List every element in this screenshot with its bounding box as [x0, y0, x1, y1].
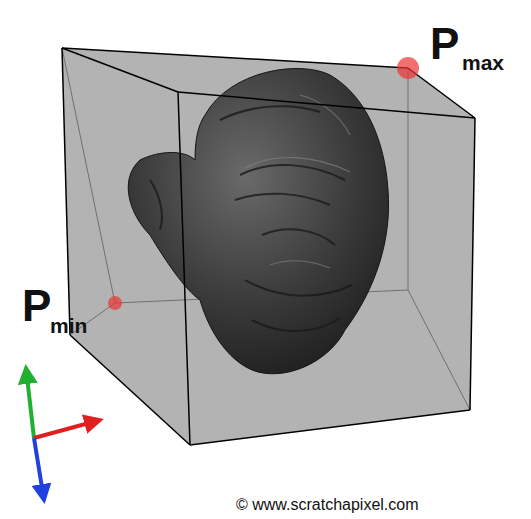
corner-dot — [108, 296, 122, 310]
box-fill — [62, 48, 475, 445]
gorilla-head — [128, 68, 388, 373]
hidden-edges — [62, 48, 470, 410]
copyright-notice: © www.scratchapixel.com — [236, 497, 419, 513]
axis-gizmo — [26, 368, 100, 500]
box-edges — [62, 48, 475, 445]
point-letter: P — [22, 284, 51, 328]
point-letter: P — [430, 22, 459, 66]
corner-dot — [397, 57, 419, 79]
point-subscript: max — [462, 52, 504, 73]
point-subscript: min — [50, 315, 87, 336]
